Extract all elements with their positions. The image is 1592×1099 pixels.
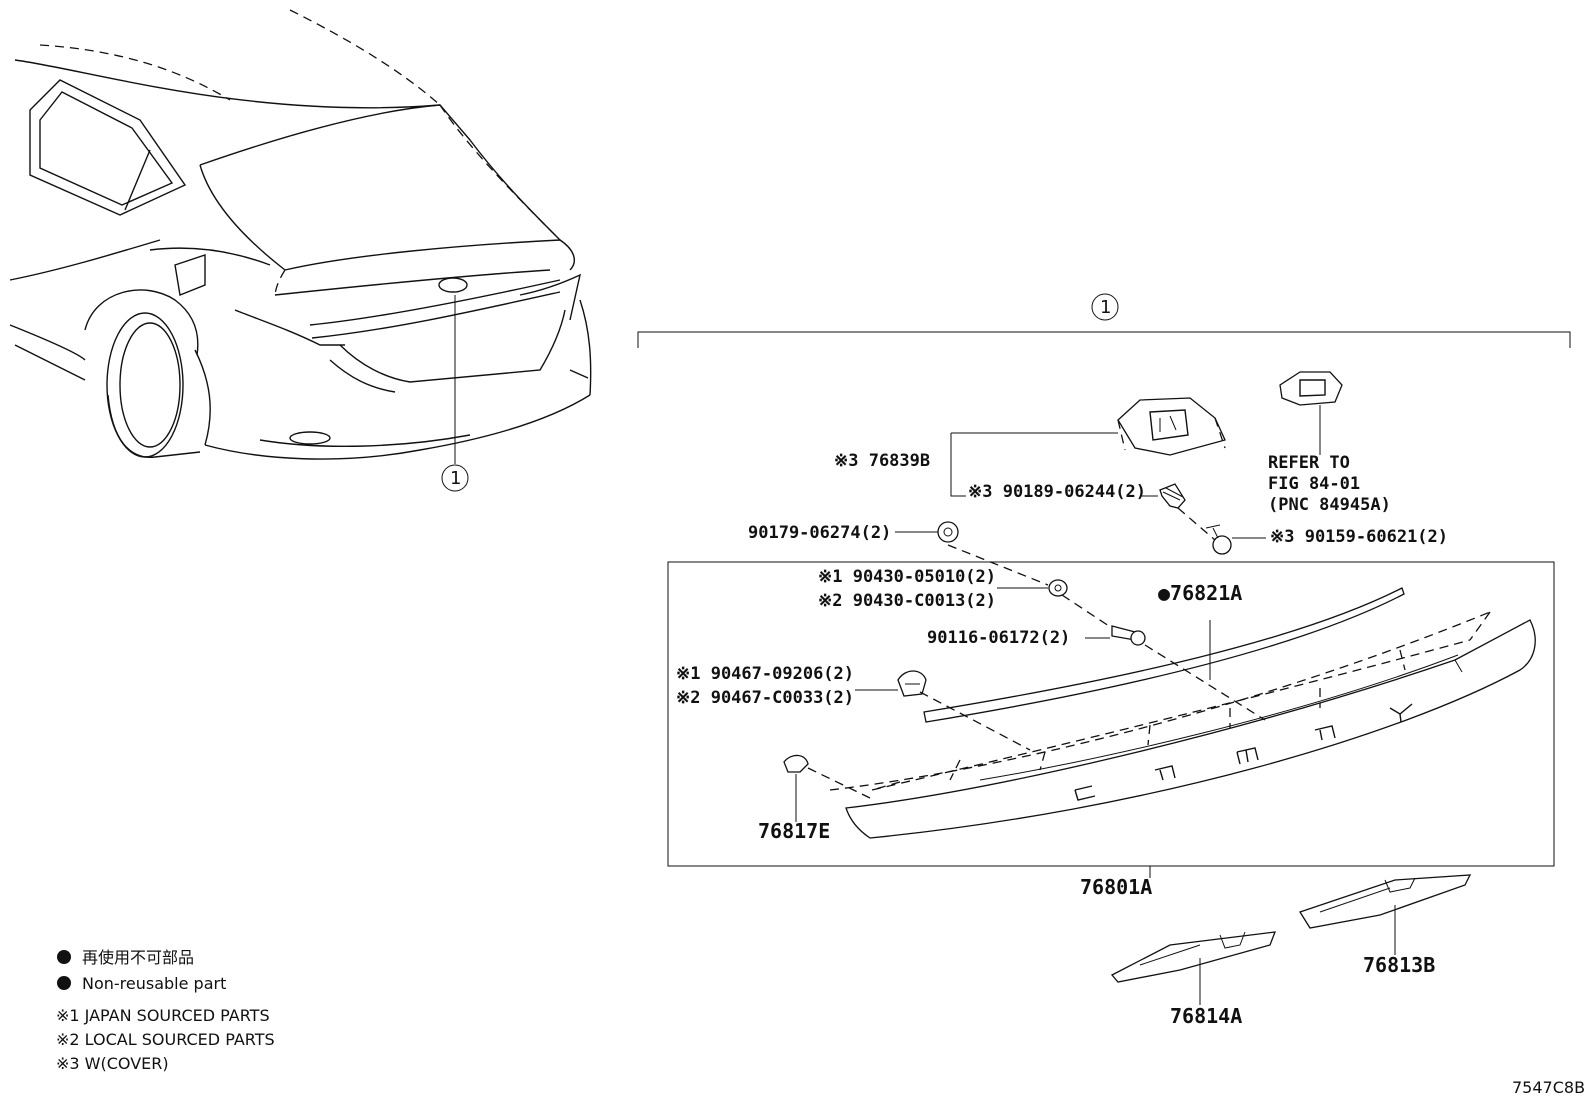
nonreusable-bullet-icon: [57, 976, 71, 990]
assembly-callout-number: 1: [1100, 297, 1111, 318]
moulding-76821A: [923, 587, 1405, 723]
label-76839B: ※3 76839B: [834, 451, 930, 471]
label-90430-2: ※2 90430-C0013(2): [818, 591, 996, 611]
cap-76817E: [783, 754, 809, 822]
label-90159: ※3 90159-60621(2): [1270, 527, 1448, 547]
vehicle-callout-number: 1: [450, 468, 461, 489]
legend-note-2: ※2 LOCAL SOURCED PARTS: [56, 1030, 275, 1049]
refer-note: REFER TO FIG 84-01 (PNC 84945A): [1268, 453, 1391, 515]
nut-90179: [937, 521, 959, 543]
leader-lines: [855, 432, 1266, 878]
label-90467-1: ※1 90467-09206(2): [676, 664, 854, 684]
label-76821A: ●76821A: [1158, 581, 1242, 605]
label-90467-2: ※2 90467-C0033(2): [676, 688, 854, 708]
cover-76839B: [1117, 397, 1226, 456]
bracket-76813B: [1299, 874, 1472, 955]
legend-note-3: ※3 W(COVER): [56, 1054, 169, 1073]
legend-nonreusable-en: Non-reusable part: [82, 974, 226, 993]
legend-nonreusable-jp: 再使用不可部品: [82, 948, 194, 967]
label-76814A: 76814A: [1170, 1004, 1242, 1028]
diagram-id: 7547C8B: [1512, 1078, 1585, 1097]
legend: 再使用不可部品 Non-reusable part ※1 JAPAN SOURC…: [56, 948, 275, 1073]
clip-90467: [897, 670, 927, 697]
vehicle-illustration: 1: [9, 9, 592, 492]
refer-line-2: FIG 84-01: [1268, 474, 1360, 494]
label-90430-1: ※1 90430-05010(2): [818, 567, 996, 587]
legend-note-1: ※1 JAPAN SOURCED PARTS: [56, 1006, 270, 1025]
screw-90159: [1205, 524, 1232, 555]
assembly-bracket: 1: [637, 293, 1571, 348]
label-76817E: 76817E: [758, 819, 830, 843]
refer-line-1: REFER TO: [1268, 453, 1350, 473]
label-90179: 90179-06274(2): [748, 523, 891, 543]
washer-90430: [1048, 579, 1068, 597]
assembly-frame: [667, 561, 1555, 867]
refer-line-3: (PNC 84945A): [1268, 495, 1391, 515]
bracket-76814A: [1110, 931, 1276, 1005]
garnish-76801A: [845, 619, 1536, 839]
label-90116: 90116-06172(2): [927, 628, 1070, 648]
label-76801A: 76801A: [1080, 875, 1152, 899]
part-labels: ※3 76839B ※3 90189-06244(2) ※3 90159-606…: [676, 451, 1448, 1028]
bolt-90116: [1111, 625, 1146, 646]
nonreusable-bullet-icon: [57, 950, 71, 964]
label-76813B: 76813B: [1363, 953, 1435, 977]
assembly-dash-lines: [807, 417, 1491, 799]
label-90189: ※3 90189-06244(2): [968, 482, 1146, 502]
camera-reference-part: [1279, 371, 1343, 455]
clip-90189: [1159, 483, 1186, 509]
